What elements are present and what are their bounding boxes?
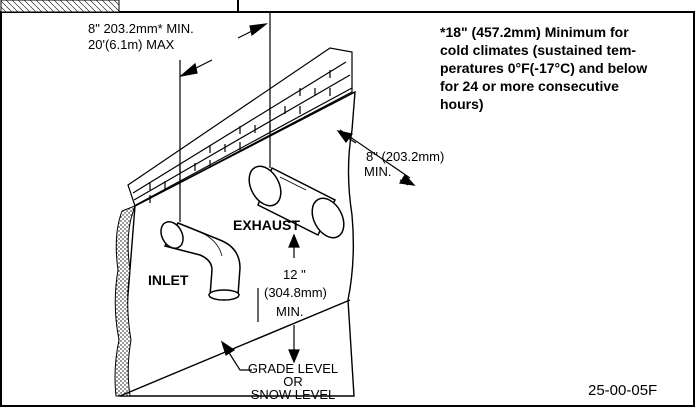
- exhaust-label: EXHAUST: [233, 217, 300, 233]
- brick-band: [127, 47, 353, 207]
- grade-or-line: OR: [283, 374, 303, 389]
- cold-climate-note: *18" (457.2mm) Minimum for cold climates…: [440, 23, 690, 113]
- wall-face: [119, 90, 356, 397]
- note-line: for 24 or more consecutive: [440, 78, 619, 94]
- snow-level-line: SNOW LEVEL: [250, 387, 336, 402]
- header-tab: [0, 0, 120, 13]
- height-label-inches: 12 ": [283, 267, 306, 282]
- spacing-label-max: 20'(6.1m) MAX: [88, 37, 175, 52]
- note-line: peratures 0°F(-17°C) and below: [440, 60, 648, 76]
- grade-leader: [220, 340, 252, 371]
- height-dimension: [257, 233, 300, 364]
- side-clearance-min-label: MIN.: [364, 164, 392, 179]
- figure-frame: [0, 11, 695, 407]
- figure-code: 25-00-05F: [588, 382, 658, 399]
- height-label-min: MIN.: [276, 304, 304, 319]
- grade-level-label: GRADE LEVEL OR SNOW LEVEL: [238, 362, 348, 401]
- side-clearance-dimension: [336, 129, 416, 186]
- wall-section: [114, 205, 136, 397]
- side-clearance-label: 8" (203.2mm): [366, 149, 445, 164]
- note-line: cold climates (sustained tem-: [440, 42, 637, 58]
- spacing-label-min: 8" 203.2mm* MIN.: [88, 21, 194, 36]
- note-line: hours): [440, 96, 484, 112]
- note-line: *18" (457.2mm) Minimum for: [440, 24, 629, 40]
- exhaust-pipe: [248, 165, 345, 239]
- inlet-label: INLET: [148, 272, 189, 288]
- grade-line: [119, 299, 351, 397]
- height-label-mm: (304.8mm): [264, 285, 327, 300]
- inlet-pipe: [160, 221, 241, 301]
- grade-level-line: GRADE LEVEL: [247, 361, 339, 376]
- spacing-dimension: [178, 12, 271, 222]
